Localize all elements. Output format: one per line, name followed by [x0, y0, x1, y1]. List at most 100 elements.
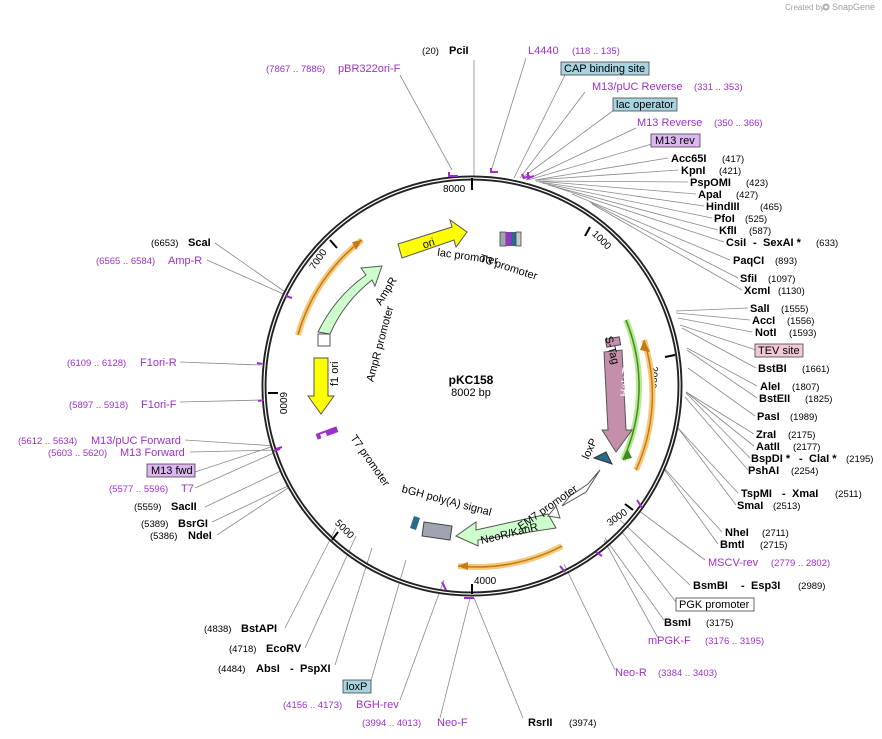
- svg-text:(5603 .. 5620): (5603 .. 5620): [48, 448, 107, 459]
- svg-text:(2711): (2711): [762, 528, 789, 539]
- svg-text:(633): (633): [816, 238, 838, 249]
- svg-text:TspMI: TspMI: [741, 488, 772, 500]
- svg-text:BGH-rev: BGH-rev: [356, 699, 399, 711]
- label-t3-promoter: T3 promoter: [478, 253, 539, 283]
- svg-text:F1ori-F: F1ori-F: [141, 399, 177, 411]
- svg-text:(3176 .. 3195): (3176 .. 3195): [705, 636, 764, 647]
- svg-text:(6565 .. 6584): (6565 .. 6584): [96, 256, 155, 267]
- svg-text:-: -: [782, 488, 786, 500]
- svg-text:(5897 .. 5918): (5897 .. 5918): [69, 400, 128, 411]
- svg-text:(587): (587): [749, 226, 771, 237]
- svg-text:CsiI: CsiI: [726, 237, 746, 249]
- svg-text:ori: ori: [421, 236, 436, 251]
- svg-text:(525): (525): [745, 214, 767, 225]
- svg-text:(2513): (2513): [773, 501, 800, 512]
- svg-text:(2177): (2177): [793, 442, 820, 453]
- svg-text:(3175): (3175): [706, 618, 733, 629]
- svg-text:-: -: [741, 580, 745, 592]
- svg-text:T7: T7: [181, 483, 194, 495]
- svg-text:BsrGI: BsrGI: [178, 518, 208, 530]
- svg-text:ScaI: ScaI: [188, 237, 211, 249]
- svg-text:(6109 .. 6128): (6109 .. 6128): [67, 358, 126, 369]
- svg-text:(5612 .. 5634): (5612 .. 5634): [18, 436, 77, 447]
- svg-text:PspOMI: PspOMI: [690, 177, 731, 189]
- svg-text:(2254): (2254): [791, 466, 818, 477]
- plasmid-size: 8002 bp: [451, 387, 491, 399]
- svg-text:NheI: NheI: [725, 527, 749, 539]
- feature-t7-cluster: [315, 426, 339, 440]
- credit-text: Created by: [785, 3, 824, 12]
- label-bgh-polya: bGH poly(A) signal: [400, 483, 492, 518]
- svg-text:M13 Forward: M13 Forward: [120, 447, 185, 459]
- svg-text:(4838): (4838): [204, 624, 231, 635]
- svg-text:MSCV-rev: MSCV-rev: [708, 557, 759, 569]
- svg-text:PaqCI: PaqCI: [733, 255, 764, 267]
- brand-text: SnapGene: [832, 2, 875, 12]
- svg-text:(1097): (1097): [768, 274, 795, 285]
- svg-text:(3994 .. 4013): (3994 .. 4013): [362, 718, 421, 729]
- svg-text:(1661): (1661): [802, 364, 829, 375]
- svg-text:Amp-R: Amp-R: [168, 255, 202, 267]
- svg-text:M13 fwd: M13 fwd: [151, 465, 193, 477]
- feature-lac-cluster: [499, 231, 522, 247]
- svg-text:(465): (465): [760, 202, 782, 213]
- svg-text:BmtI: BmtI: [720, 539, 744, 551]
- box-lac-operator: lac operator: [612, 97, 678, 112]
- svg-text:NotI: NotI: [755, 327, 776, 339]
- svg-text:loxP: loxP: [346, 681, 367, 693]
- svg-text:Neo-F: Neo-F: [437, 717, 468, 729]
- snapgene-logo-icon: [822, 3, 830, 11]
- svg-text:(2175): (2175): [788, 430, 815, 441]
- svg-text:HaloTag®: HaloTag®: [619, 348, 635, 397]
- svg-text:-: -: [753, 237, 757, 249]
- svg-text:(1989): (1989): [790, 412, 817, 423]
- enzyme-labels-left: RsrII(3974) (4484)AbsI-PspXI (4718)EcoRV…: [134, 237, 596, 729]
- svg-text:PshAI: PshAI: [748, 465, 779, 477]
- box-loxp: loxP: [342, 679, 372, 694]
- enzyme-labels-right: Acc65I(417) KpnI(421) PspOMI(423) ApaI(4…: [664, 153, 873, 629]
- svg-text:SfiI: SfiI: [740, 273, 757, 285]
- svg-text:(1807): (1807): [792, 382, 819, 393]
- svg-text:lac operator: lac operator: [616, 99, 674, 111]
- feature-halotag: HaloTag®: [601, 348, 635, 453]
- svg-text:(4718): (4718): [229, 644, 256, 655]
- feature-loxp-inner: [561, 451, 613, 507]
- box-tev-site: TEV site: [754, 343, 804, 358]
- svg-text:PfoI: PfoI: [714, 213, 735, 225]
- svg-text:BspDI *: BspDI *: [751, 453, 791, 465]
- svg-text:mPGK-F: mPGK-F: [648, 635, 691, 647]
- svg-text:XcmI: XcmI: [744, 285, 770, 297]
- svg-text:(350 .. 366): (350 .. 366): [714, 118, 763, 129]
- enzyme-pcii: PciI: [449, 45, 469, 57]
- svg-text:(421): (421): [719, 166, 741, 177]
- svg-text:(893): (893): [775, 256, 797, 267]
- svg-text:F1ori-R: F1ori-R: [140, 357, 177, 369]
- svg-text:(2779 .. 2802): (2779 .. 2802): [771, 558, 830, 569]
- box-m13-rev: M13 rev: [650, 133, 701, 148]
- svg-text:(1555): (1555): [781, 304, 808, 315]
- svg-text:HindIII: HindIII: [706, 201, 740, 213]
- svg-text:f1 ori: f1 ori: [329, 362, 341, 386]
- svg-text:(417): (417): [722, 154, 744, 165]
- svg-text:-: -: [290, 663, 294, 675]
- svg-text:(1593): (1593): [789, 328, 816, 339]
- svg-text:AmpR promoter: AmpR promoter: [365, 305, 397, 383]
- svg-text:AleI: AleI: [760, 381, 780, 393]
- label-t7-promoter: T7 promoter: [348, 433, 392, 489]
- svg-text:PasI: PasI: [757, 411, 780, 423]
- svg-text:(1825): (1825): [805, 394, 832, 405]
- tick-marks: [268, 178, 676, 594]
- tick-5000: 5000: [332, 518, 356, 542]
- svg-text:KflI: KflI: [719, 225, 737, 237]
- svg-text:M13 Reverse: M13 Reverse: [637, 117, 702, 129]
- svg-text:-: -: [799, 453, 803, 465]
- svg-text:(1130): (1130): [778, 286, 805, 297]
- svg-text:BstAPI: BstAPI: [241, 623, 277, 635]
- plasmid-name: pKC158: [449, 373, 494, 387]
- svg-text:(6653): (6653): [151, 238, 178, 249]
- svg-text:EcoRV: EcoRV: [266, 643, 302, 655]
- feature-f1-ori: f1 ori: [307, 357, 341, 415]
- svg-text:RsrII: RsrII: [528, 717, 552, 729]
- feature-bgh-polya: [410, 516, 453, 541]
- svg-text:(5577 .. 5596): (5577 .. 5596): [109, 484, 168, 495]
